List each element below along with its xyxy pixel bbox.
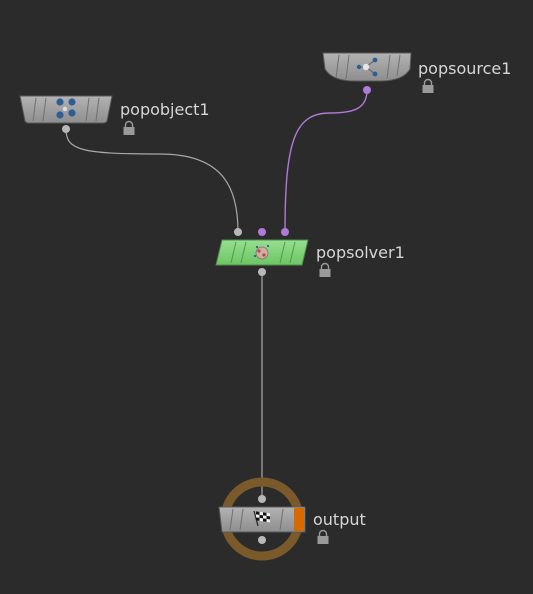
output-output-connector[interactable]: [258, 536, 266, 544]
node-popsource[interactable]: popsource1: [322, 52, 511, 94]
lock-icon[interactable]: [123, 120, 135, 136]
popsource-icon: [356, 57, 378, 77]
popsolver-label: popsolver1: [316, 243, 405, 262]
lock-icon[interactable]: [317, 529, 329, 545]
popsolver-icon: [253, 244, 270, 260]
node-popsolver[interactable]: popsolver1: [215, 228, 405, 278]
wires: [65, 89, 368, 499]
popsolver-input-connector-3[interactable]: [281, 228, 289, 236]
popsolver-input-connector-2[interactable]: [258, 228, 266, 236]
node-stripes: [229, 508, 284, 531]
popsource-output-connector[interactable]: [363, 86, 371, 94]
output-label: output: [313, 510, 366, 529]
output-flag[interactable]: [294, 508, 304, 531]
popsolver-output-connector[interactable]: [258, 268, 266, 276]
popsource-label: popsource1: [418, 59, 511, 78]
node-stripes: [335, 54, 401, 80]
output-input-connector[interactable]: [258, 495, 266, 503]
node-stripes: [230, 241, 296, 264]
popobject-label: popobject1: [120, 100, 210, 119]
wire-popsource-to-popsolver[interactable]: [284, 89, 368, 233]
lock-icon[interactable]: [422, 78, 434, 94]
popobject-icon: [56, 98, 76, 119]
wire-popobject-to-popsolver[interactable]: [65, 128, 239, 233]
lock-icon[interactable]: [319, 262, 331, 278]
node-output[interactable]: output: [218, 477, 366, 561]
popobject-output-connector[interactable]: [62, 125, 70, 133]
popsolver-input-connector-1[interactable]: [234, 228, 242, 236]
node-popobject[interactable]: popobject1: [19, 95, 210, 136]
checkered-flag-icon: [253, 510, 270, 527]
node-stripes: [32, 97, 100, 122]
